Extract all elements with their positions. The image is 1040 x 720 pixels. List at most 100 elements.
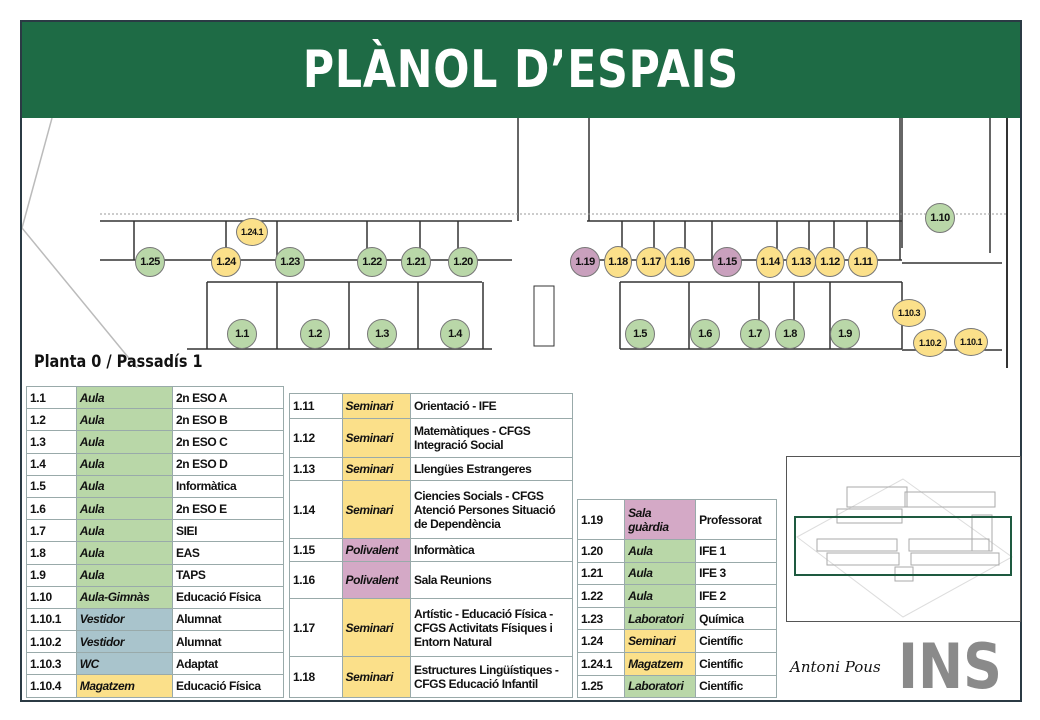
room-marker-1-18[interactable]: 1.18 bbox=[604, 246, 632, 278]
room-id-cell: 1.1 bbox=[26, 385, 77, 410]
room-id-cell: 1.2 bbox=[26, 408, 77, 432]
room-id-cell: 1.10.1 bbox=[26, 607, 77, 632]
room-marker-1-6[interactable]: 1.6 bbox=[690, 319, 720, 349]
room-type-cell: Polivalent bbox=[341, 538, 411, 562]
room-marker-1-24[interactable]: 1.24 bbox=[211, 247, 241, 277]
room-marker-1-20[interactable]: 1.20 bbox=[448, 247, 478, 277]
room-type-cell: Seminari bbox=[341, 598, 411, 657]
minimap-plan bbox=[794, 478, 1013, 618]
room-marker-1-9[interactable]: 1.9 bbox=[830, 319, 860, 349]
room-marker-1-10-1[interactable]: 1.10.1 bbox=[954, 328, 988, 356]
room-desc-cell: Ciencies Socials - CFGS Atenció Persones… bbox=[409, 480, 574, 539]
room-desc-cell: Informàtica bbox=[409, 538, 574, 562]
room-marker-1-1[interactable]: 1.1 bbox=[227, 319, 257, 349]
room-marker-1-21[interactable]: 1.21 bbox=[401, 247, 431, 277]
room-desc-cell: 2n ESO D bbox=[171, 452, 285, 476]
room-type-cell: Seminari bbox=[341, 656, 411, 698]
room-id-cell: 1.10 bbox=[26, 585, 77, 609]
room-marker-1-5[interactable]: 1.5 bbox=[625, 319, 655, 349]
room-type-cell: Aula bbox=[624, 561, 697, 586]
room-type-cell: Sala guàrdia bbox=[624, 499, 697, 540]
room-desc-cell: Sala Reunions bbox=[409, 561, 574, 599]
room-id-cell: 1.6 bbox=[26, 496, 77, 521]
room-marker-1-22[interactable]: 1.22 bbox=[357, 247, 387, 277]
room-type-cell: Aula bbox=[75, 430, 173, 454]
room-type-cell: Seminari bbox=[341, 393, 411, 419]
room-marker-1-25[interactable]: 1.25 bbox=[135, 247, 165, 277]
room-desc-cell: EAS bbox=[171, 541, 285, 565]
room-desc-cell: Informàtica bbox=[171, 474, 285, 498]
room-type-cell: WC bbox=[75, 652, 173, 676]
room-type-cell: Seminari bbox=[341, 480, 411, 539]
room-desc-cell: Científic bbox=[695, 629, 777, 653]
room-desc-cell: IFE 1 bbox=[695, 539, 777, 563]
room-desc-cell: Adaptat bbox=[171, 652, 285, 676]
room-marker-1-8[interactable]: 1.8 bbox=[775, 319, 805, 349]
room-marker-1-10-2[interactable]: 1.10.2 bbox=[913, 329, 947, 357]
room-marker-1-14[interactable]: 1.14 bbox=[756, 246, 784, 278]
room-marker-1-3[interactable]: 1.3 bbox=[367, 319, 397, 349]
room-marker-1-10[interactable]: 1.10 bbox=[925, 203, 955, 233]
room-marker-1-13[interactable]: 1.13 bbox=[786, 247, 816, 277]
room-id-cell: 1.18 bbox=[289, 656, 343, 698]
room-type-cell: Polivalent bbox=[341, 561, 411, 599]
room-desc-cell: Química bbox=[695, 606, 777, 631]
logo-signature: Antoni Pous bbox=[788, 658, 881, 676]
room-marker-1-10-3[interactable]: 1.10.3 bbox=[892, 299, 926, 327]
room-id-cell: 1.10.2 bbox=[26, 630, 77, 654]
room-marker-1-12[interactable]: 1.12 bbox=[815, 247, 845, 277]
room-type-cell: Vestidor bbox=[75, 630, 173, 654]
room-marker-1-15[interactable]: 1.15 bbox=[712, 247, 742, 277]
room-id-cell: 1.16 bbox=[289, 561, 343, 599]
room-desc-cell: 2n ESO C bbox=[171, 430, 285, 454]
room-id-cell: 1.11 bbox=[289, 393, 343, 419]
room-marker-1-2[interactable]: 1.2 bbox=[300, 319, 330, 349]
room-marker-1-4[interactable]: 1.4 bbox=[440, 319, 470, 349]
room-type-cell: Aula-Gimnàs bbox=[75, 585, 173, 609]
room-desc-cell: 2n ESO B bbox=[171, 408, 285, 432]
room-marker-1-7[interactable]: 1.7 bbox=[740, 319, 770, 349]
room-desc-cell: Científic bbox=[695, 674, 777, 699]
room-id-cell: 1.12 bbox=[289, 418, 343, 458]
room-id-cell: 1.10.3 bbox=[26, 652, 77, 676]
room-desc-cell: Estructures Lingüístiques - CFGS Educaci… bbox=[409, 656, 574, 698]
room-type-cell: Aula bbox=[75, 563, 173, 587]
room-marker-1-19[interactable]: 1.19 bbox=[570, 247, 600, 277]
page-title: PLÀNOL D’ESPAIS bbox=[302, 40, 740, 100]
room-desc-cell: Educació Física bbox=[171, 674, 285, 698]
room-id-cell: 1.17 bbox=[289, 598, 343, 657]
room-type-cell: Aula bbox=[75, 474, 173, 498]
room-id-cell: 1.10.4 bbox=[26, 674, 77, 698]
room-desc-cell: Orientació - IFE bbox=[409, 393, 574, 419]
room-marker-1-17[interactable]: 1.17 bbox=[636, 247, 666, 277]
room-marker-1-23[interactable]: 1.23 bbox=[275, 247, 305, 277]
room-desc-cell: Alumnat bbox=[171, 630, 285, 654]
room-marker-1-16[interactable]: 1.16 bbox=[665, 247, 695, 277]
floor-plan: 1.25 1.24 1.24.1 1.23 1.22 1.21 1.20 1.1… bbox=[22, 118, 1020, 368]
room-marker-1-24-1[interactable]: 1.24.1 bbox=[236, 218, 268, 246]
room-type-cell: Aula bbox=[75, 519, 173, 543]
room-desc-cell: 2n ESO A bbox=[171, 385, 285, 410]
room-id-cell: 1.3 bbox=[26, 430, 77, 454]
room-desc-cell: Científic bbox=[695, 651, 777, 676]
room-marker-1-11[interactable]: 1.11 bbox=[848, 247, 878, 277]
room-id-cell: 1.14 bbox=[289, 480, 343, 539]
